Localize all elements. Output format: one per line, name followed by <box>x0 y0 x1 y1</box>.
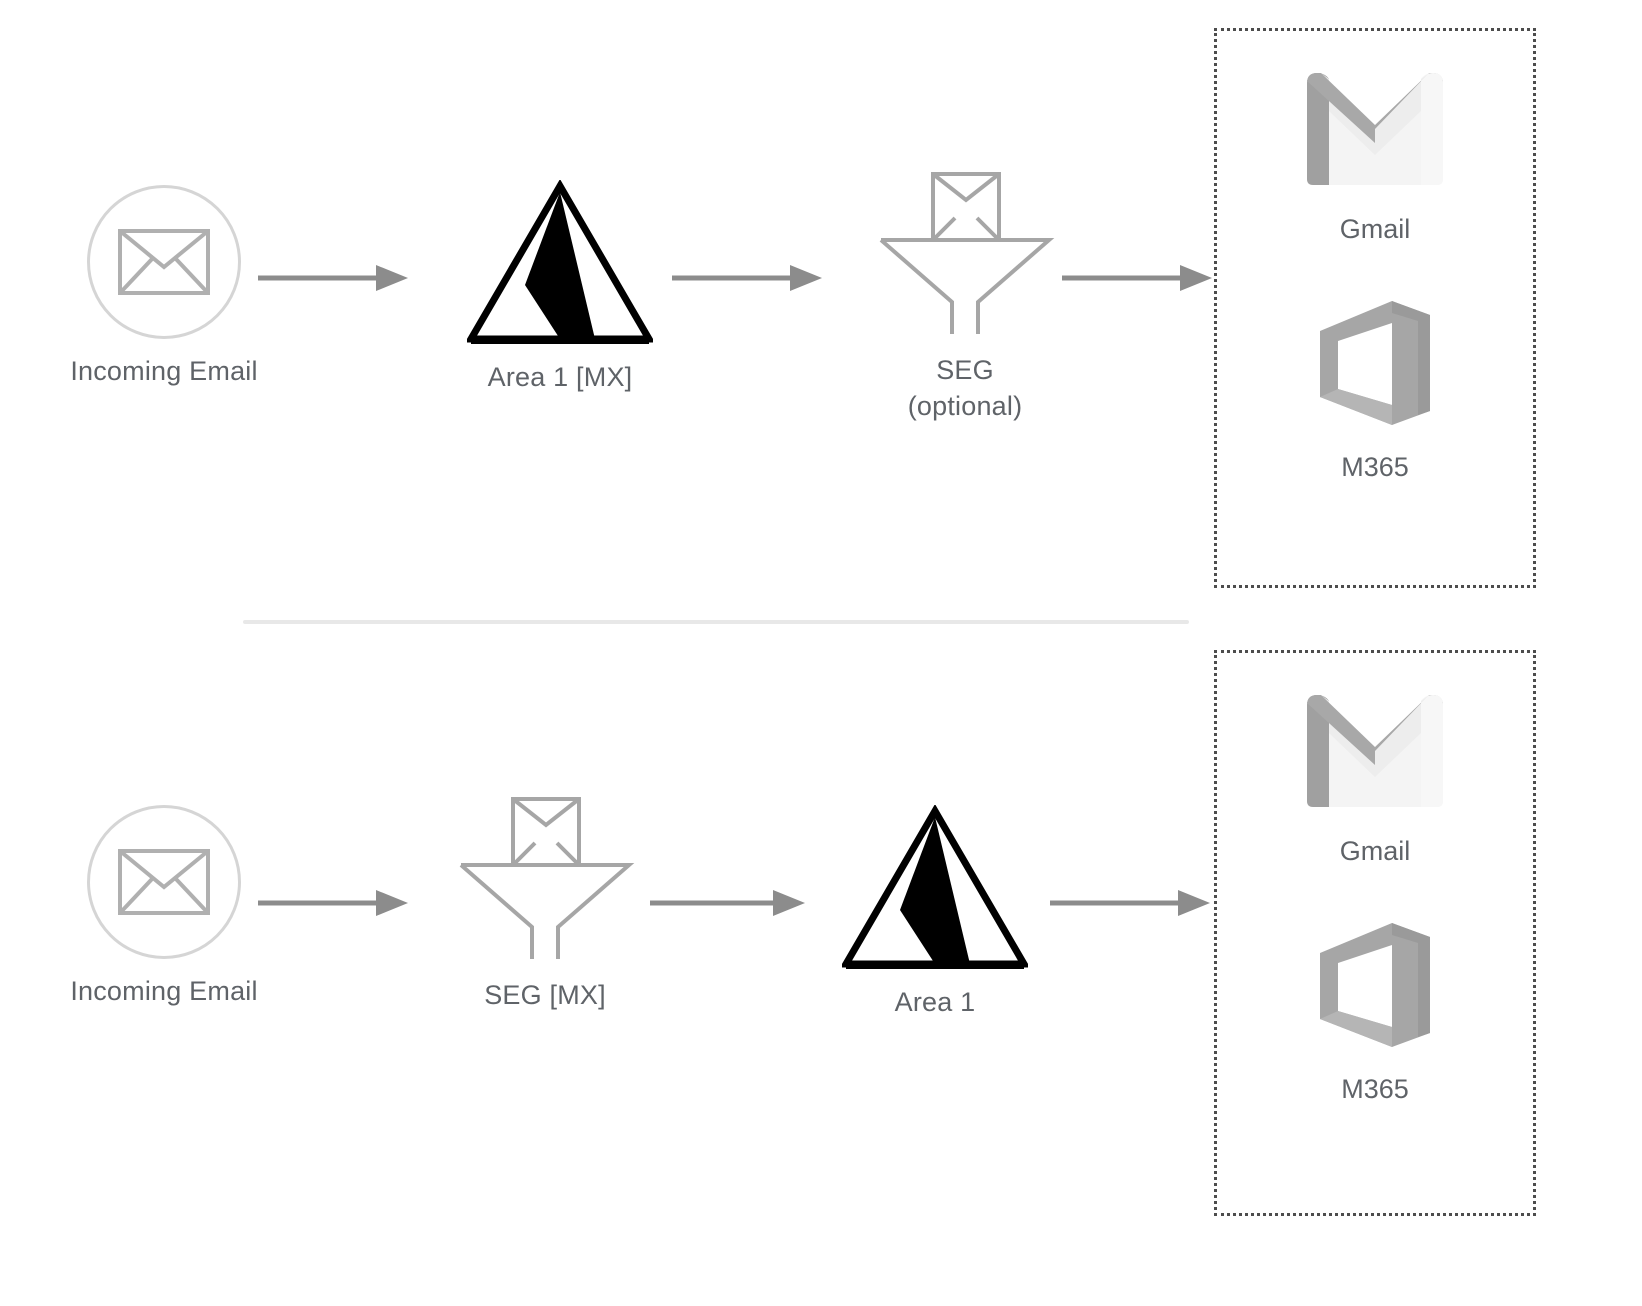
destination-label: M365 <box>1341 1074 1409 1104</box>
envelope-circle-icon <box>87 805 241 959</box>
node-label: SEG [MX] <box>484 980 606 1010</box>
node-area-1[interactable]: Area 1 <box>810 805 1060 1020</box>
arrow-right-icon <box>650 888 805 918</box>
destination-box[interactable]: Gmail M365 <box>1214 650 1536 1216</box>
destination-box[interactable]: Gmail M365 <box>1214 28 1536 588</box>
seg-funnel-icon <box>875 170 1055 338</box>
node-label: Incoming Email <box>70 976 258 1006</box>
node-label: Incoming Email <box>70 356 258 386</box>
node-seg-mx[interactable]: SEG [MX] <box>440 795 650 1013</box>
destination-label: Gmail <box>1339 214 1411 244</box>
envelope-circle-icon <box>87 185 241 339</box>
destination-gmail[interactable]: Gmail <box>1295 67 1455 245</box>
seg-funnel-icon <box>455 795 635 963</box>
arrow-right-icon <box>258 888 408 918</box>
arrow-right-icon <box>1050 888 1210 918</box>
arrow-right-icon <box>1062 263 1212 293</box>
destination-m365[interactable]: M365 <box>1314 297 1436 483</box>
gmail-logo-icon <box>1295 67 1455 191</box>
destination-m365[interactable]: M365 <box>1314 919 1436 1105</box>
section-divider <box>243 620 1189 624</box>
node-label: SEG (optional) <box>907 355 1023 421</box>
node-area-1-mx[interactable]: Area 1 [MX] <box>430 180 690 395</box>
flow-row-area1-mx: Incoming Email Area 1 [MX] <box>0 0 1642 620</box>
node-incoming-email[interactable]: Incoming Email <box>44 805 284 1009</box>
area1-triangle-icon <box>842 805 1028 970</box>
node-label: Area 1 <box>894 987 976 1017</box>
arrow-right-icon <box>258 263 408 293</box>
destination-label: Gmail <box>1339 836 1411 866</box>
m365-logo-icon <box>1314 297 1436 429</box>
destination-gmail[interactable]: Gmail <box>1295 689 1455 867</box>
node-seg-optional[interactable]: SEG (optional) <box>860 170 1070 424</box>
node-label: Area 1 [MX] <box>487 362 633 392</box>
area1-triangle-icon <box>467 180 653 345</box>
destination-label: M365 <box>1341 452 1409 482</box>
m365-logo-icon <box>1314 919 1436 1051</box>
node-incoming-email[interactable]: Incoming Email <box>44 185 284 389</box>
gmail-logo-icon <box>1295 689 1455 813</box>
arrow-right-icon <box>672 263 822 293</box>
